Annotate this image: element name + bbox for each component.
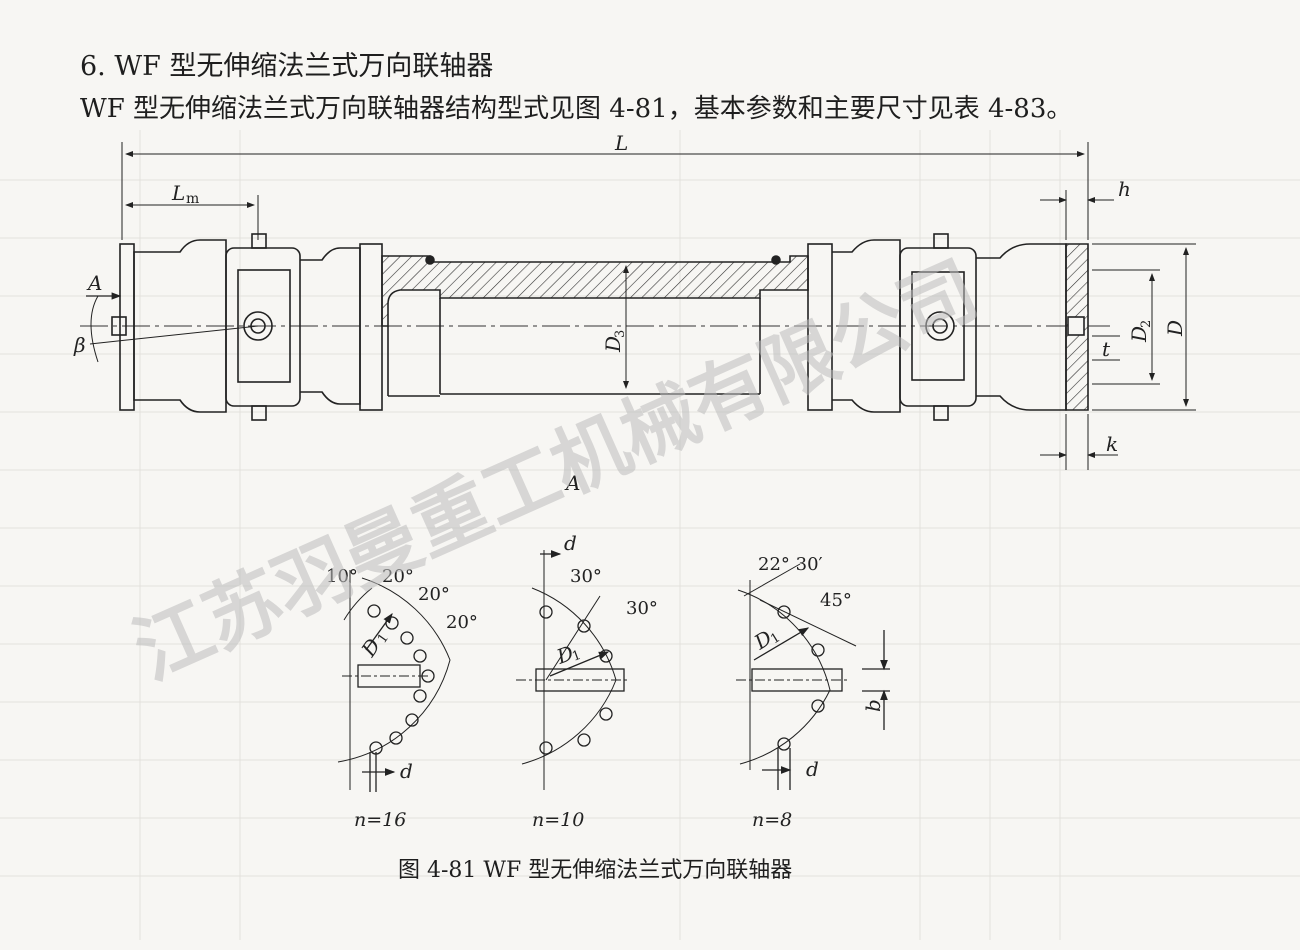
bp10-angle-1: 30° (570, 566, 602, 587)
label-Lm-sub: m (186, 191, 199, 207)
label-h: h (1118, 177, 1131, 201)
label-A-view: A (564, 471, 580, 495)
bp16-angle-2: 20° (382, 566, 414, 587)
right-dimensions (1040, 190, 1196, 470)
label-t: t (1102, 337, 1111, 361)
bp16-angle-3: 20° (418, 584, 450, 605)
left-flange-yoke (111, 233, 383, 421)
label-L: L (614, 131, 628, 155)
label-A-arrow: A (86, 271, 102, 295)
bp10-n: n=10 (532, 809, 584, 831)
bolt-pattern-8 (736, 563, 890, 790)
label-Lm: L (171, 181, 185, 205)
label-D3: D (601, 336, 625, 353)
label-D3-sub: 3 (613, 330, 628, 338)
bp16-angle-4: 20° (446, 612, 478, 633)
bp10-d: d (564, 531, 577, 555)
bolt-pattern-16 (337, 570, 451, 792)
label-D2: D (1127, 326, 1151, 343)
label-D2-sub: 2 (1139, 320, 1154, 328)
bp8-b: b (861, 699, 885, 712)
bp8-d: d (806, 757, 819, 781)
label-D: D (1163, 320, 1187, 337)
bp8-angle-2: 45° (820, 590, 852, 611)
right-flange-yoke (807, 233, 1089, 421)
dimension-Lm: L m (125, 181, 259, 240)
bp8-angle-1: 22° 30′ (758, 554, 823, 575)
bp16-angle-1: 10° (326, 566, 358, 587)
section-intro: WF 型无伸缩法兰式万向联轴器结构型式见图 4-81，基本参数和主要尺寸见表 4… (80, 94, 1073, 124)
bp16-n: n=16 (354, 809, 406, 831)
dimension-L: L (121, 131, 1089, 240)
view-arrow-A: A β (73, 271, 259, 363)
bp8-n: n=8 (752, 809, 792, 831)
figure-caption: 图 4-81 WF 型无伸缩法兰式万向联轴器 (398, 858, 793, 883)
ghost-table (0, 130, 1300, 940)
center-shaft (381, 255, 809, 397)
bp10-angle-2: 30° (626, 598, 658, 619)
label-k: k (1106, 432, 1118, 456)
section-heading: 6. WF 型无伸缩法兰式万向联轴器 (80, 51, 494, 82)
bolt-pattern-10 (516, 550, 630, 790)
label-beta: β (73, 333, 86, 357)
bp16-d: d (400, 759, 413, 783)
